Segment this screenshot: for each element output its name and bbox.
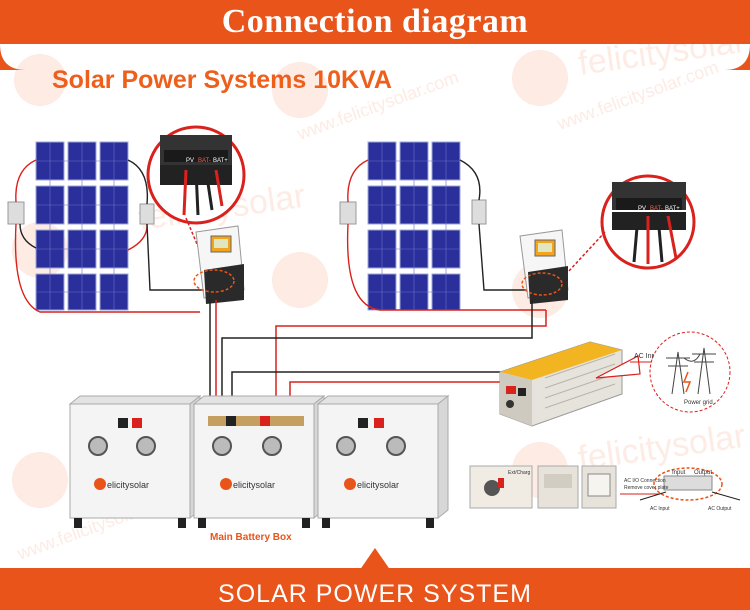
ac-io-connection-label: AC I/O Connection bbox=[624, 478, 666, 484]
footer-pointer bbox=[357, 548, 393, 574]
battery-box-main: elicitysolar bbox=[192, 394, 326, 528]
ac-input-label: AC Input bbox=[634, 353, 661, 360]
battery-brand-label-2: elicitysolar bbox=[233, 480, 275, 490]
terminal-label-pv-2: PV bbox=[638, 206, 646, 212]
charge-controller-left bbox=[193, 225, 245, 304]
lightning-icon bbox=[682, 371, 692, 393]
battery-brand-label-3: elicitysolar bbox=[357, 480, 399, 490]
terminal-label-bat-neg-2: BAT- bbox=[650, 206, 663, 212]
footer-bar bbox=[0, 568, 750, 610]
ac-output-detail-label: AC Output bbox=[708, 506, 732, 512]
battery-box-right: elicitysolar bbox=[316, 394, 450, 528]
watermark-brand-text: felicitysolar bbox=[576, 22, 748, 83]
page-title: Connection diagram bbox=[221, 3, 529, 40]
terminal-label-bat-neg: BAT- bbox=[198, 158, 211, 164]
power-grid: AC Input Power grid bbox=[595, 331, 731, 413]
system-subtitle: Solar Power Systems 10KVA bbox=[52, 66, 392, 94]
controller-zoom-right: PV BAT- BAT+ bbox=[567, 174, 696, 273]
main-battery-box-label: Main Battery Box bbox=[210, 532, 292, 543]
combiner-box-right bbox=[139, 203, 155, 225]
header-bar bbox=[0, 0, 750, 44]
inverter bbox=[499, 341, 623, 427]
solar-array-right bbox=[339, 141, 546, 311]
remove-cover-label: Remove cover plate bbox=[624, 485, 669, 491]
inverter-detail-strip: Ext/Charg Input Output AC I/O Connection… bbox=[469, 465, 741, 512]
battery-box-left: elicitysolar bbox=[68, 394, 202, 528]
ac-input-detail-label: AC Input bbox=[650, 506, 670, 512]
footer-title: SOLAR POWER SYSTEM bbox=[218, 580, 532, 608]
terminal-label-bat-pos-2: BAT+ bbox=[665, 206, 680, 212]
transmission-tower-icon bbox=[666, 347, 716, 395]
combiner-box-left bbox=[7, 201, 25, 225]
terminal-label-pv: PV bbox=[186, 158, 194, 164]
combiner-box-left-2 bbox=[339, 201, 357, 225]
input-label: Input bbox=[672, 470, 686, 476]
terminal-label-bat-pos: BAT+ bbox=[213, 158, 228, 164]
controller-zoom-left: PV BAT- BAT+ bbox=[146, 125, 246, 271]
frame-corner-left bbox=[0, 44, 26, 70]
combiner-box-right-2 bbox=[471, 199, 487, 225]
charge-controller-right bbox=[519, 229, 569, 304]
battery-brand-label: elicitysolar bbox=[107, 480, 149, 490]
power-grid-label: Power grid bbox=[684, 400, 713, 406]
output-label: Output bbox=[694, 470, 712, 476]
solar-array-left bbox=[7, 141, 205, 313]
callout-top-label: Ext/Charg bbox=[508, 470, 530, 476]
frame-corner-right bbox=[724, 44, 750, 70]
